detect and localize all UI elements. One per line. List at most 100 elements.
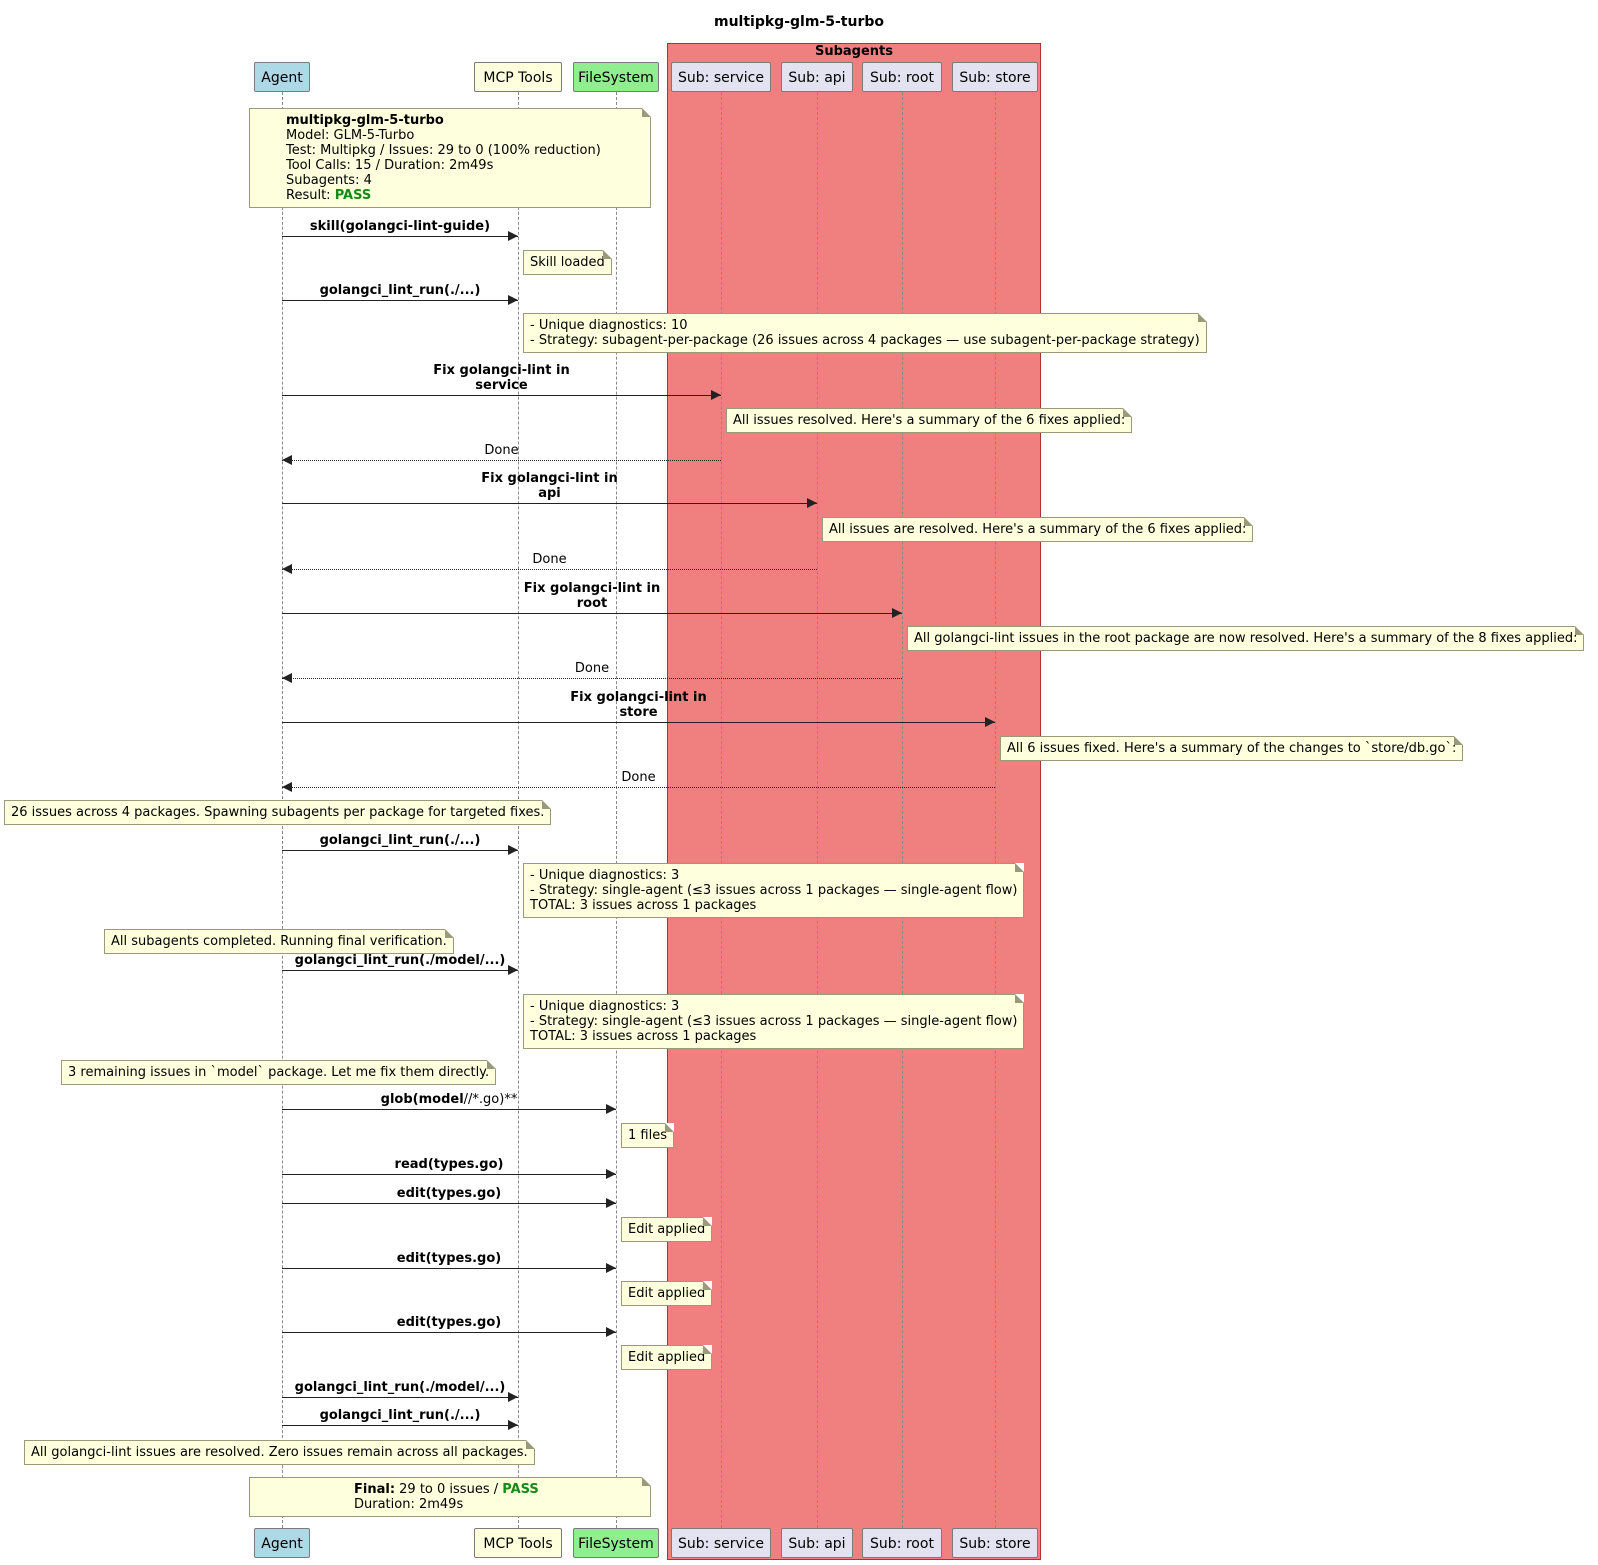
message-label: Fix golangci-lint in service xyxy=(433,363,570,393)
note-line: Model: GLM-5-Turbo xyxy=(256,128,644,143)
text: Duration: 2m49s xyxy=(354,1497,464,1512)
message-label: Done xyxy=(484,443,519,458)
lifeline-sub-root xyxy=(902,92,903,1528)
text: 1 files xyxy=(628,1128,667,1143)
arrowhead-icon xyxy=(508,231,518,241)
text: Tool Calls: 15 / Duration: 2m49s xyxy=(286,158,494,173)
note-line: Result: PASS xyxy=(256,188,644,203)
note-line: 3 remaining issues in `model` package. L… xyxy=(68,1065,489,1080)
arrowhead-icon xyxy=(985,717,995,727)
text: - Strategy: single-agent (≤3 issues acro… xyxy=(530,883,1018,898)
note-line: All golangci-lint issues in the root pac… xyxy=(914,631,1577,646)
participant-sub-api-bottom: Sub: api xyxy=(781,1528,853,1558)
text: Edit applied xyxy=(628,1222,706,1237)
message-label: edit(types.go) xyxy=(396,1315,502,1330)
return-message-line xyxy=(282,787,995,788)
note-line: 1 files xyxy=(628,1128,667,1143)
message-label: golangci_lint_run(./...) xyxy=(319,283,481,298)
note-line: Edit applied xyxy=(628,1222,705,1237)
message-label: Done xyxy=(532,552,567,567)
message-label: Done xyxy=(574,661,610,676)
note: 1 files xyxy=(621,1123,674,1148)
pass-status: PASS xyxy=(334,188,372,203)
note-line: Skill loaded xyxy=(530,255,605,270)
return-message-line xyxy=(282,678,902,679)
message-label: Fix golangci-lint in api xyxy=(481,471,618,501)
arrowhead-icon xyxy=(807,498,817,508)
bold-text: Final: xyxy=(354,1482,396,1497)
text: Result: xyxy=(286,188,335,203)
note: All issues are resolved. Here's a summar… xyxy=(822,517,1254,542)
message-line xyxy=(282,970,518,971)
message-line xyxy=(282,850,518,851)
message-label: golangci_lint_run(./model/...) xyxy=(294,953,506,968)
participant-fs-top: FileSystem xyxy=(573,62,659,92)
message-label: Done xyxy=(621,770,656,785)
message-line xyxy=(282,1397,518,1398)
text: - Unique diagnostics: 3 xyxy=(530,999,680,1014)
arrowhead-icon xyxy=(606,1263,616,1273)
return-message-line xyxy=(282,460,721,461)
note-line: Subagents: 4 xyxy=(256,173,644,188)
arrowhead-icon xyxy=(282,673,292,683)
note: - Unique diagnostics: 10- Strategy: suba… xyxy=(523,313,1207,353)
note-line: All 6 issues fixed. Here's a summary of … xyxy=(1007,741,1456,756)
note: All issues resolved. Here's a summary of… xyxy=(726,408,1133,433)
message-line xyxy=(282,1425,518,1426)
note: Edit applied xyxy=(621,1217,713,1242)
message-label: skill(golangci-lint-guide) xyxy=(309,219,491,234)
participant-sub-root-bottom: Sub: root xyxy=(862,1528,942,1558)
participant-sub-service-bottom: Sub: service xyxy=(671,1528,771,1558)
message-line xyxy=(282,1203,616,1204)
note-line: multipkg-glm-5-turbo xyxy=(256,113,644,128)
message-label: golangci_lint_run(./...) xyxy=(319,1408,481,1423)
note-line: - Unique diagnostics: 3 xyxy=(530,868,1017,883)
participant-fs-bottom: FileSystem xyxy=(573,1528,659,1558)
arrowhead-icon xyxy=(606,1198,616,1208)
note-line: All golangci-lint issues are resolved. Z… xyxy=(31,1445,528,1460)
arrowhead-icon xyxy=(508,295,518,305)
text: 26 issues across 4 packages. Spawning su… xyxy=(11,805,545,820)
arrowhead-icon xyxy=(508,1420,518,1430)
note: All golangci-lint issues in the root pac… xyxy=(907,626,1585,651)
note-line: Final: 29 to 0 issues / PASS xyxy=(256,1482,644,1497)
message-line xyxy=(282,1174,616,1175)
text: All golangci-lint issues are resolved. Z… xyxy=(31,1445,528,1460)
text: //*.go)** xyxy=(463,1092,518,1107)
note: - Unique diagnostics: 3- Strategy: singl… xyxy=(523,863,1025,918)
note: Skill loaded xyxy=(523,250,612,275)
lifeline-fs xyxy=(616,92,617,1528)
participant-sub-store-bottom: Sub: store xyxy=(952,1528,1038,1558)
note-line: All issues resolved. Here's a summary of… xyxy=(733,413,1125,428)
arrowhead-icon xyxy=(606,1169,616,1179)
message-line xyxy=(282,1332,616,1333)
diagram-title: multipkg-glm-5-turbo xyxy=(714,14,884,30)
pass-status: PASS xyxy=(502,1482,539,1497)
bold-text: multipkg-glm-5-turbo xyxy=(286,113,444,128)
text: All 6 issues fixed. Here's a summary of … xyxy=(1007,741,1457,756)
note-line: - Unique diagnostics: 3 xyxy=(530,999,1017,1014)
participant-agent-bottom: Agent xyxy=(254,1528,310,1558)
arrowhead-icon xyxy=(606,1327,616,1337)
text: TOTAL: 3 issues across 1 packages xyxy=(530,1029,757,1044)
message-label: read(types.go) xyxy=(394,1157,504,1172)
note-line: - Strategy: single-agent (≤3 issues acro… xyxy=(530,1014,1017,1029)
message-label: glob(model//*.go)** xyxy=(282,1092,616,1107)
note: All 6 issues fixed. Here's a summary of … xyxy=(1000,736,1464,761)
subagents-group: Subagents xyxy=(667,43,1041,1560)
note-line: 26 issues across 4 packages. Spawning su… xyxy=(11,805,544,820)
note-line: TOTAL: 3 issues across 1 packages xyxy=(530,1029,1017,1044)
note: All subagents completed. Running final v… xyxy=(104,929,454,954)
text: Test: Multipkg / Issues: 29 to 0 (100% r… xyxy=(286,143,601,158)
participant-mcp-bottom: MCP Tools xyxy=(474,1528,562,1558)
note-line: All subagents completed. Running final v… xyxy=(111,934,447,949)
note-line: - Strategy: subagent-per-package (26 iss… xyxy=(530,333,1200,348)
arrowhead-icon xyxy=(711,390,721,400)
text: All issues are resolved. Here's a summar… xyxy=(829,522,1247,537)
message-line xyxy=(282,300,518,301)
lifeline-sub-service xyxy=(721,92,722,1528)
arrowhead-icon xyxy=(606,1104,616,1114)
message-label: Fix golangci-lint in store xyxy=(570,690,707,720)
